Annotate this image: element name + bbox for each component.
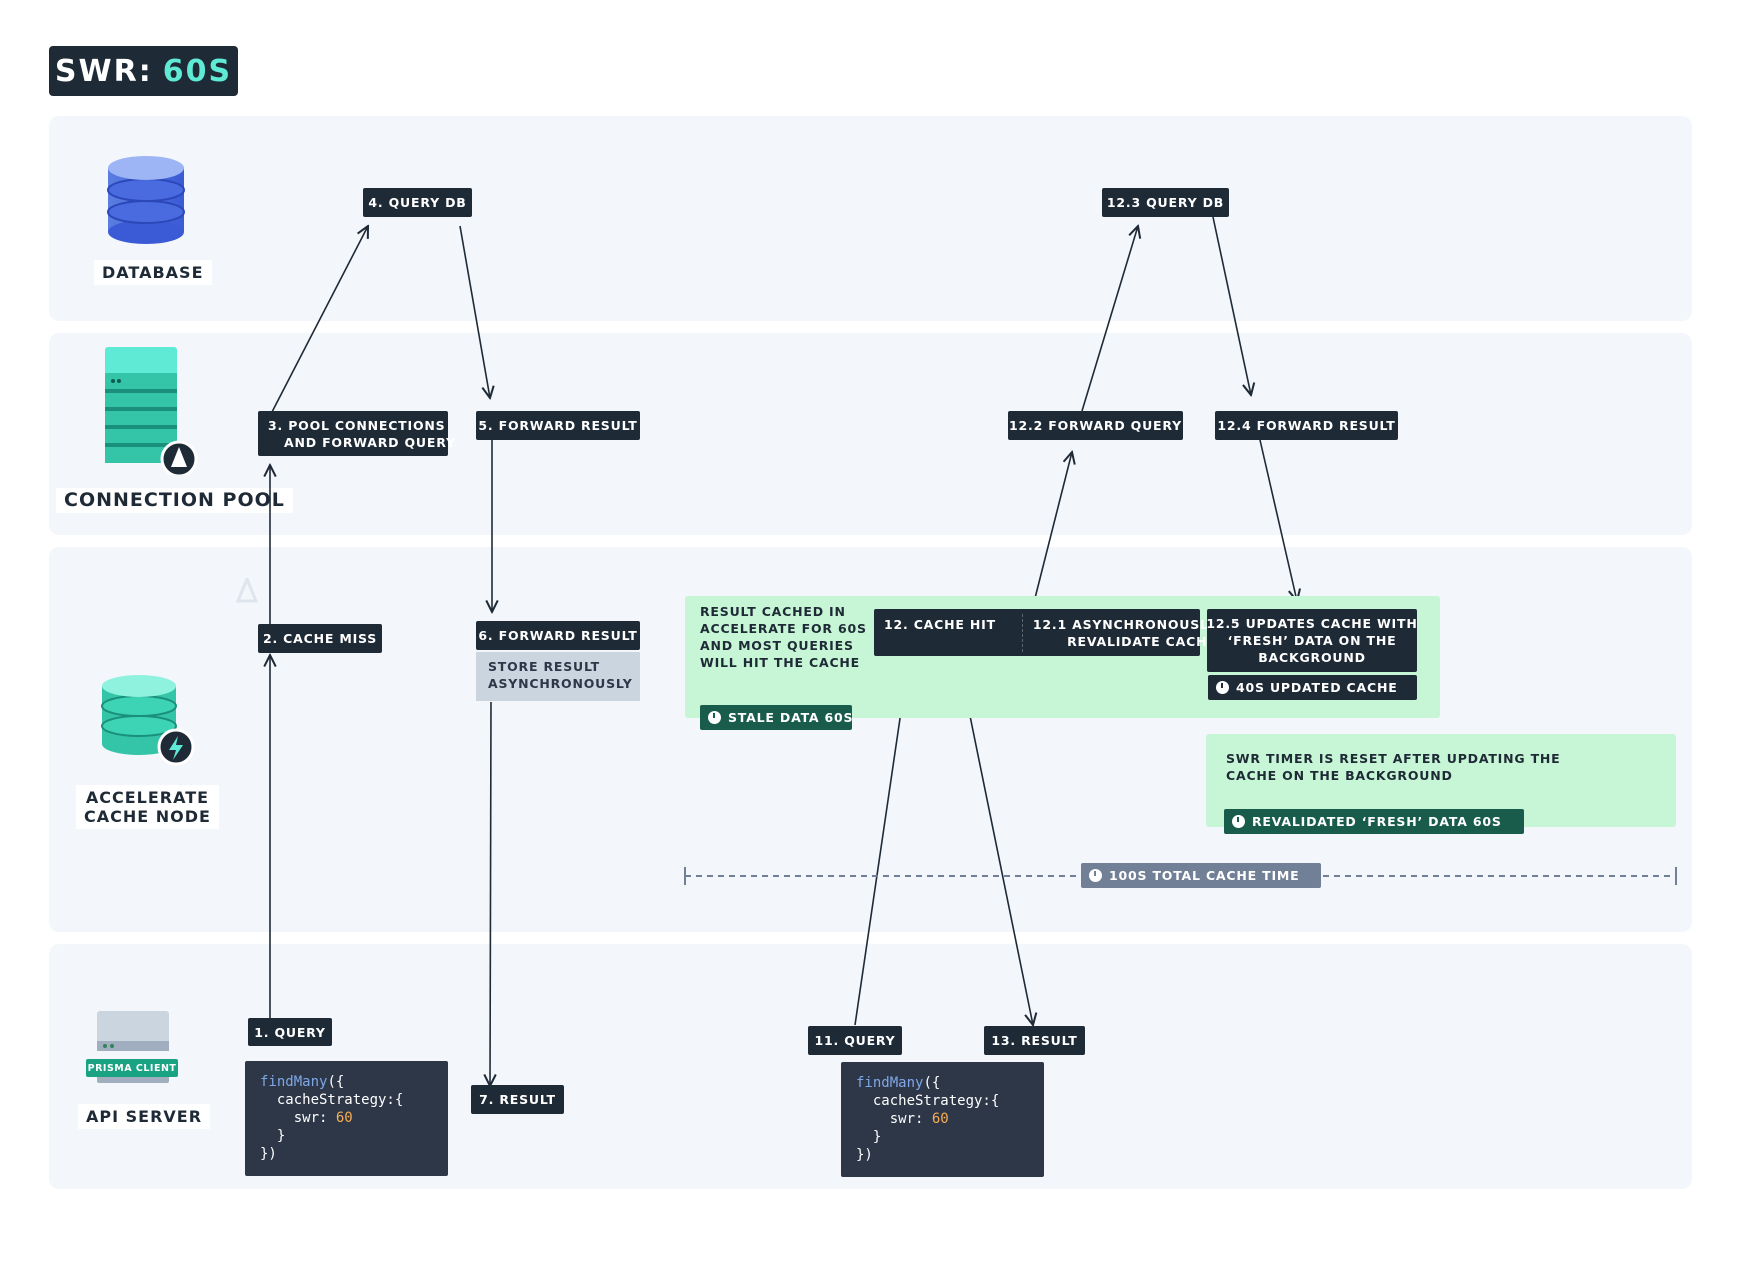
step-12-1-line2: REVALIDATE CACHE <box>1067 633 1217 649</box>
accelerate-label-line1: ACCELERATE <box>85 788 210 807</box>
code1-l3k: swr: <box>260 1110 336 1126</box>
stale-data-label: STALE DATA 60S <box>728 710 854 725</box>
swr-reset-line2: CACHE ON THE BACKGROUND <box>1226 768 1453 783</box>
step-1-query: 1. QUERY <box>248 1018 332 1046</box>
accelerate-label-line2: CACHE NODE <box>84 807 211 826</box>
cache-database-icon <box>101 675 195 766</box>
code1-l1: ({ <box>327 1074 345 1090</box>
step-12-1-revalidate: 12.1 ASYNCHRONOUSLY REVALIDATE CACHE <box>1023 616 1229 650</box>
store-line2: ASYNCHRONOUSLY <box>488 676 633 691</box>
step-3-line1: 3. POOL CONNECTIONS <box>268 417 446 433</box>
total-cache-time-pill: 100S TOTAL CACHE TIME <box>1081 863 1321 888</box>
store-result-note: STORE RESULT ASYNCHRONOUSLY <box>476 652 640 701</box>
cached-note: RESULT CACHED IN ACCELERATE FOR 60S AND … <box>700 603 867 671</box>
cached-note-line3: AND MOST QUERIES <box>700 638 854 653</box>
code1-fn: findMany <box>260 1074 328 1090</box>
cached-note-line1: RESULT CACHED IN <box>700 604 846 619</box>
code2-l5: }) <box>856 1147 873 1163</box>
database-label: DATABASE <box>94 260 212 285</box>
prisma-client-badge: PRISMA CLIENT <box>86 1059 178 1077</box>
step-12-4-forward-result: 12.4 FORWARD RESULT <box>1215 411 1398 440</box>
step-12-5-line2: ‘FRESH’ DATA ON THE <box>1227 633 1397 648</box>
step-12-5-updates-cache: 12.5 UPDATES CACHE WITH ‘FRESH’ DATA ON … <box>1206 609 1418 672</box>
step-12-label: 12. CACHE HIT <box>884 617 996 632</box>
swr-reset-note: SWR TIMER IS RESET AFTER UPDATING THE CA… <box>1226 750 1561 784</box>
step-12-1-line1: 12.1 ASYNCHRONOUSLY <box>1032 616 1217 632</box>
code-snippet-2: findMany({ cacheStrategy:{ swr: 60 } }) <box>841 1062 1044 1177</box>
database-icon <box>107 156 185 244</box>
code2-fn: findMany <box>856 1075 924 1091</box>
accelerate-label: ACCELERATE CACHE NODE <box>76 785 219 829</box>
step-13-result: 13. RESULT <box>984 1026 1085 1055</box>
step-3-line2: AND FORWARD QUERY <box>284 434 456 450</box>
step-12-3-query-db: 12.3 QUERY DB <box>1102 188 1229 217</box>
step-7-result: 7. RESULT <box>471 1085 564 1114</box>
updated-cache-label: 40S UPDATED CACHE <box>1236 680 1398 695</box>
total-cache-time-label: 100S TOTAL CACHE TIME <box>1109 868 1300 883</box>
clock-icon <box>1089 869 1102 882</box>
code2-l3v: 60 <box>931 1111 949 1127</box>
title-prefix: SWR: <box>54 53 153 89</box>
revalidated-pill: REVALIDATED ‘FRESH’ DATA 60S <box>1224 809 1524 834</box>
clock-icon <box>1216 681 1229 694</box>
server-rack-icon <box>105 347 198 475</box>
revalidated-label: REVALIDATED ‘FRESH’ DATA 60S <box>1252 814 1502 829</box>
title-accent: 60S <box>162 53 233 89</box>
clock-icon <box>708 711 721 724</box>
step-3-pool-connections: 3. POOL CONNECTIONS AND FORWARD QUERY <box>258 411 455 456</box>
cached-note-line2: ACCELERATE FOR 60S <box>700 621 867 636</box>
lane-database <box>49 116 1692 321</box>
page-title: SWR: 60S <box>49 46 238 96</box>
step-4-query-db: 4. QUERY DB <box>363 188 472 217</box>
store-line1: STORE RESULT <box>488 659 601 674</box>
api-server-label: API SERVER <box>78 1104 211 1129</box>
code2-l1: ({ <box>923 1075 941 1091</box>
step-12-5-line3: BACKGROUND <box>1258 650 1366 665</box>
faint-prisma-logo-icon <box>236 578 258 603</box>
step-12-5-line1: 12.5 UPDATES CACHE WITH <box>1206 616 1418 631</box>
connection-pool-label: CONNECTION POOL <box>56 488 293 513</box>
code1-l4: } <box>260 1128 286 1144</box>
step-12-divider <box>1021 613 1023 652</box>
code-snippet-1: findMany({ cacheStrategy:{ swr: 60 } }) <box>245 1061 448 1176</box>
step-11-query: 11. QUERY <box>808 1026 902 1055</box>
step-12-cache-hit: 12. CACHE HIT 12.1 ASYNCHRONOUSLY REVALI… <box>874 609 1216 656</box>
code1-l3v: 60 <box>335 1110 353 1126</box>
step-2-cache-miss: 2. CACHE MISS <box>258 624 382 653</box>
step-6-forward-result: 6. FORWARD RESULT <box>476 621 640 650</box>
updated-cache-pill: 40S UPDATED CACHE <box>1208 675 1417 700</box>
code1-l5: }) <box>260 1146 277 1162</box>
code1-l2: cacheStrategy:{ <box>260 1092 404 1108</box>
cached-note-line4: WILL HIT THE CACHE <box>700 655 861 670</box>
step-12-2-forward-query: 12.2 FORWARD QUERY <box>1008 411 1183 440</box>
step-5-forward-result: 5. FORWARD RESULT <box>476 411 640 440</box>
code2-l3k: swr: <box>856 1111 932 1127</box>
code2-l2: cacheStrategy:{ <box>856 1093 1000 1109</box>
clock-icon <box>1232 815 1245 828</box>
stale-data-pill: STALE DATA 60S <box>700 705 854 730</box>
swr-reset-line1: SWR TIMER IS RESET AFTER UPDATING THE <box>1226 751 1561 766</box>
code2-l4: } <box>856 1129 882 1145</box>
